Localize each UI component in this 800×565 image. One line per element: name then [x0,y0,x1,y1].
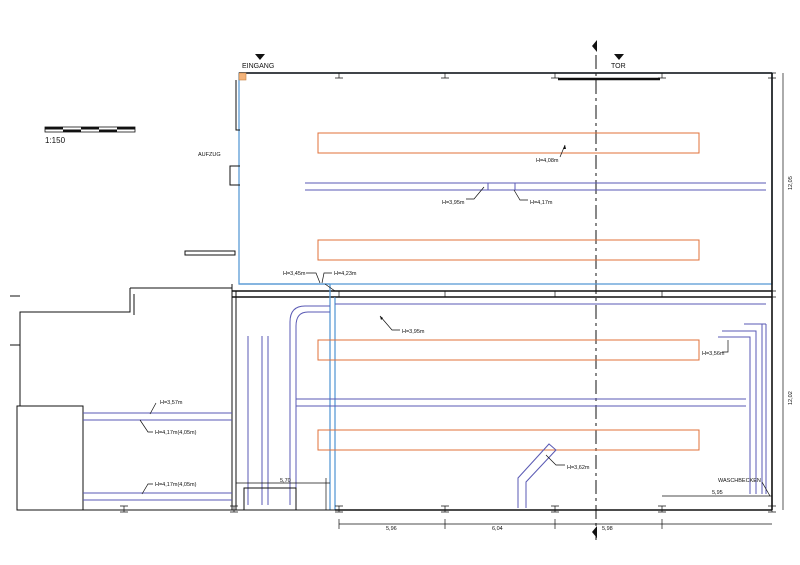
axis-arrow-icon [592,40,597,52]
dimension-label: 5,70 [280,478,291,484]
height-label: H=3,95m [402,329,425,335]
scale-bar [44,126,136,133]
light-band [317,339,700,361]
column-i-beam-icon [335,72,776,79]
dimension-label: 5,96 [386,526,397,532]
height-label: H=3,95m [442,200,465,206]
light-band [317,239,700,261]
dimension-label: 12,05 [788,176,794,190]
annex-block [16,405,84,511]
section-marker-icon [614,54,624,60]
height-label: H=4,17m [530,200,553,206]
upper-hall-outline [238,72,773,285]
height-label: H=3,57m [160,400,183,406]
height-label: H=3,62m [567,465,590,471]
height-label: H=4,17m(4,05m) [155,482,197,488]
height-label: H=4,23m [334,271,357,277]
height-label: H=4,08m [536,158,559,164]
height-label: H=3,56m [702,351,725,357]
column-i-beam-icon [120,505,776,513]
elevator-label: AUFZUG [198,152,221,158]
annex-stair [243,487,297,511]
scale-label: 1:150 [45,136,66,145]
dimension-label: 5,95 [712,490,723,496]
washbasin-label: WASCHBECKEN [718,478,761,484]
dimension-label: 6,04 [492,526,503,532]
gate-label: TOR [611,63,626,70]
dimension-label: 12,02 [788,391,794,405]
column-i-beam-icon [335,290,776,298]
light-band [317,132,700,154]
height-label: H=4,17m(4,05m) [155,430,197,436]
section-marker-icon [255,54,265,60]
height-label: H=3,45m [283,271,306,277]
entrance-door [238,72,247,81]
dimension-label: 5,98 [602,526,613,532]
entrance-label: EINGANG [242,63,274,70]
light-band [317,429,700,451]
